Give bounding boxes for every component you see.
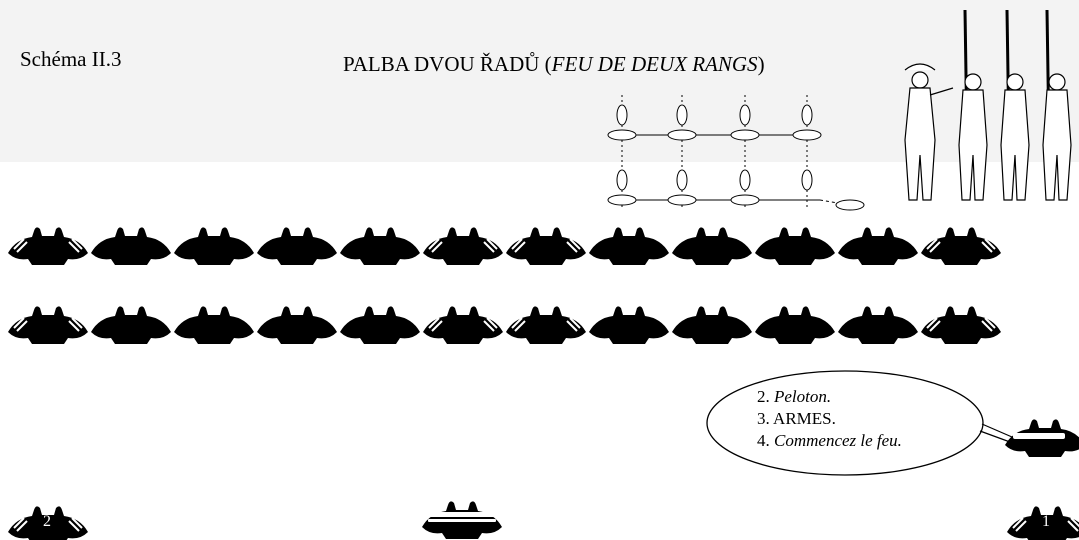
footprint-illustration [607,95,865,211]
schema-label: Schéma II.3 [20,47,122,71]
command-3-text: Commencez le feu. [774,431,902,450]
front-rank-soldier [8,227,88,265]
title-close: ) [757,52,765,76]
front-rank-soldier [589,227,669,265]
rear-rank-soldier [755,306,835,344]
command-line-2: 3. ARMES. [757,409,836,428]
rear-rank-soldier [174,306,254,344]
bubble-pointer [979,423,1013,443]
front-rank-soldier [755,227,835,265]
rear-rank-soldier [257,306,337,344]
marker-right-number: 1 [1042,513,1050,530]
diagram-title: PALBA DVOU ŘADŮ (FEU DE DEUX RANGS) [343,52,765,77]
rear-rank-soldier [589,306,669,344]
title-italic: FEU DE DEUX RANGS [551,52,758,76]
front-rank-soldier [174,227,254,265]
front-rank-soldier [340,227,420,265]
front-rank-soldier [257,227,337,265]
marker-left-number: 2 [43,513,51,530]
rear-rank-soldier [672,306,752,344]
front-rank-soldier [921,227,1001,265]
command-line-1: 2. Peloton. [757,386,902,408]
soldiers-engraving [904,9,1072,201]
command-3-number: 4. [757,431,770,450]
title-main: PALBA DVOU ŘADŮ ( [343,52,552,76]
front-rank [8,227,1001,265]
front-rank-soldier [838,227,918,265]
commands-text: 2. Peloton. 3. ARMES. 4. Commencez le fe… [757,386,902,452]
rear-rank-soldier [91,306,171,344]
marker-center [422,501,502,539]
front-rank-soldier [91,227,171,265]
command-line-3: 4. Commencez le feu. [757,430,902,452]
header-band [0,0,1079,162]
rear-rank-soldier [8,306,88,344]
rear-rank-soldier [921,306,1001,344]
rear-rank-soldier [423,306,503,344]
front-rank-soldier [672,227,752,265]
command-1-text: Peloton. [774,387,832,406]
speech-bubble [706,370,984,476]
rear-rank-soldier [506,306,586,344]
rear-rank-soldier [340,306,420,344]
rear-rank-soldier [838,306,918,344]
officer-marker [1005,419,1079,457]
front-rank-soldier [506,227,586,265]
front-rank-soldier [423,227,503,265]
rear-rank [8,306,1001,344]
command-1-number: 2. [757,387,770,406]
